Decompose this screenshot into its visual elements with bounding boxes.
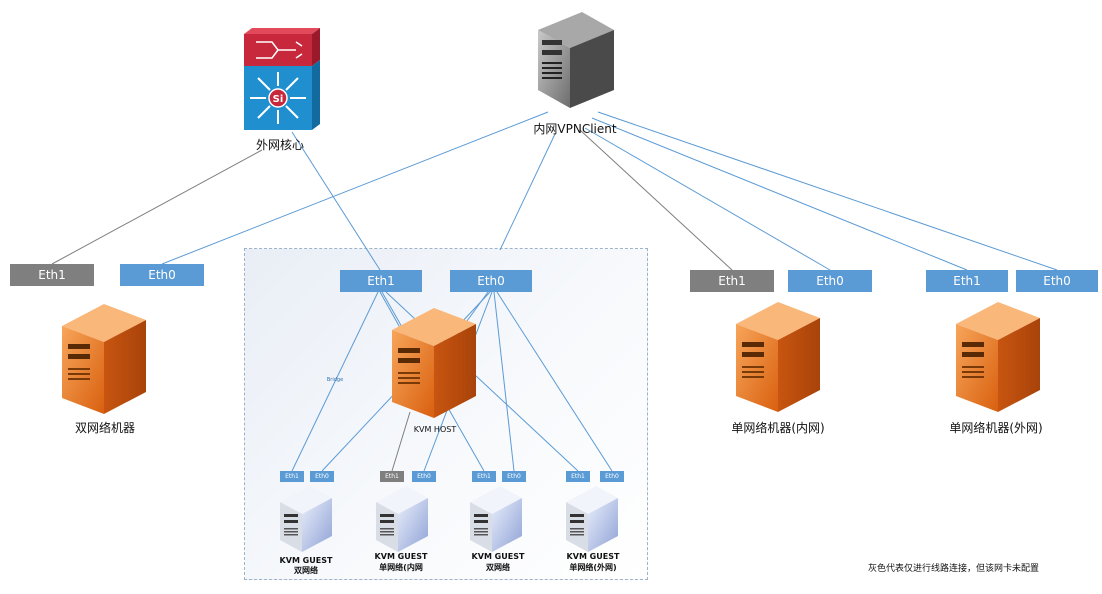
vpn-server-icon: [538, 12, 614, 108]
guest2-title: KVM GUEST: [374, 552, 428, 561]
link-vpn-inner-eth1: [579, 129, 733, 271]
kvm-host-label: KVM HOST: [413, 425, 457, 434]
guest4-eth1-nic: Eth1: [566, 471, 590, 482]
single-internal-server-icon: [736, 302, 820, 412]
dual-eth1-nic: Eth1: [10, 264, 94, 286]
guest-server-icon-3: [470, 486, 522, 552]
inner-eth1-nic: Eth1: [690, 270, 774, 292]
kvm-eth1-nic: Eth1: [340, 270, 422, 292]
link-vpn-outer-eth1: [591, 117, 968, 271]
guest1-subtitle: 双网络: [294, 566, 318, 575]
outer-eth1-nic: Eth1: [926, 270, 1008, 292]
guest1-eth1-nic: Eth1: [280, 471, 304, 482]
kvm-eth0-nic: Eth0: [450, 270, 532, 292]
guest3-subtitle: 双网络: [486, 563, 510, 572]
guest3-title: KVM GUEST: [471, 552, 525, 561]
vpn-client-label: 内网VPNClient: [533, 122, 617, 136]
guest-server-icon-2: [376, 486, 428, 552]
guest1-eth0-nic: Eth0: [310, 471, 334, 482]
guest2-eth0-nic: Eth0: [412, 471, 436, 482]
inner-eth0-nic: Eth0: [788, 270, 872, 292]
bridge-label: Bridge: [326, 377, 344, 383]
guest4-subtitle: 单网络(外网): [569, 563, 617, 572]
dual-machine-server-icon: [62, 304, 146, 414]
link-vpn-dual-eth0: [161, 111, 549, 265]
single-external-server-icon: [956, 302, 1040, 412]
link-kvm-eth1-guest1-eth1: [291, 291, 379, 472]
dual-machine-label: 双网络机器: [74, 421, 135, 435]
single-internal-label: 单网络机器(内网): [731, 421, 825, 435]
guest-server-icon-4: [566, 486, 618, 552]
guest-server-icon-1: [280, 486, 332, 552]
guest4-eth0-nic: Eth0: [600, 471, 624, 482]
link-core-kvm-eth1: [291, 131, 381, 271]
link-vpn-outer-eth0: [597, 111, 1058, 271]
kvm-host-server-icon: [392, 308, 476, 418]
link-kvm-eth0-guest3-eth0: [493, 291, 515, 472]
link-vpn-inner-eth0: [584, 127, 831, 271]
legend-note: 灰色代表仅进行线路连接，但该网卡未配置: [868, 564, 1040, 574]
links: [51, 111, 1058, 472]
link-kvm-eth0-guest4-eth0: [496, 291, 613, 472]
core-switch-label: 外网核心: [255, 138, 304, 152]
guest1-title: KVM GUEST: [279, 556, 333, 565]
single-external-label: 单网络机器(外网): [949, 421, 1043, 435]
core-switch-icon: Si: [244, 28, 320, 130]
guest2-subtitle: 单网络(内网: [379, 563, 423, 572]
link-core-dual-eth1: [51, 149, 263, 265]
guest3-eth1-nic: Eth1: [472, 471, 496, 482]
dual-eth0-nic: Eth0: [120, 264, 204, 286]
guest3-eth0-nic: Eth0: [502, 471, 526, 482]
guest4-title: KVM GUEST: [566, 552, 620, 561]
link-host-guest2-eth1: [391, 411, 411, 472]
svg-text:Si: Si: [273, 94, 284, 105]
link-vpn-kvm-eth0: [499, 133, 556, 251]
guest2-eth1-nic: Eth1: [380, 471, 404, 482]
outer-eth0-nic: Eth0: [1016, 270, 1098, 292]
